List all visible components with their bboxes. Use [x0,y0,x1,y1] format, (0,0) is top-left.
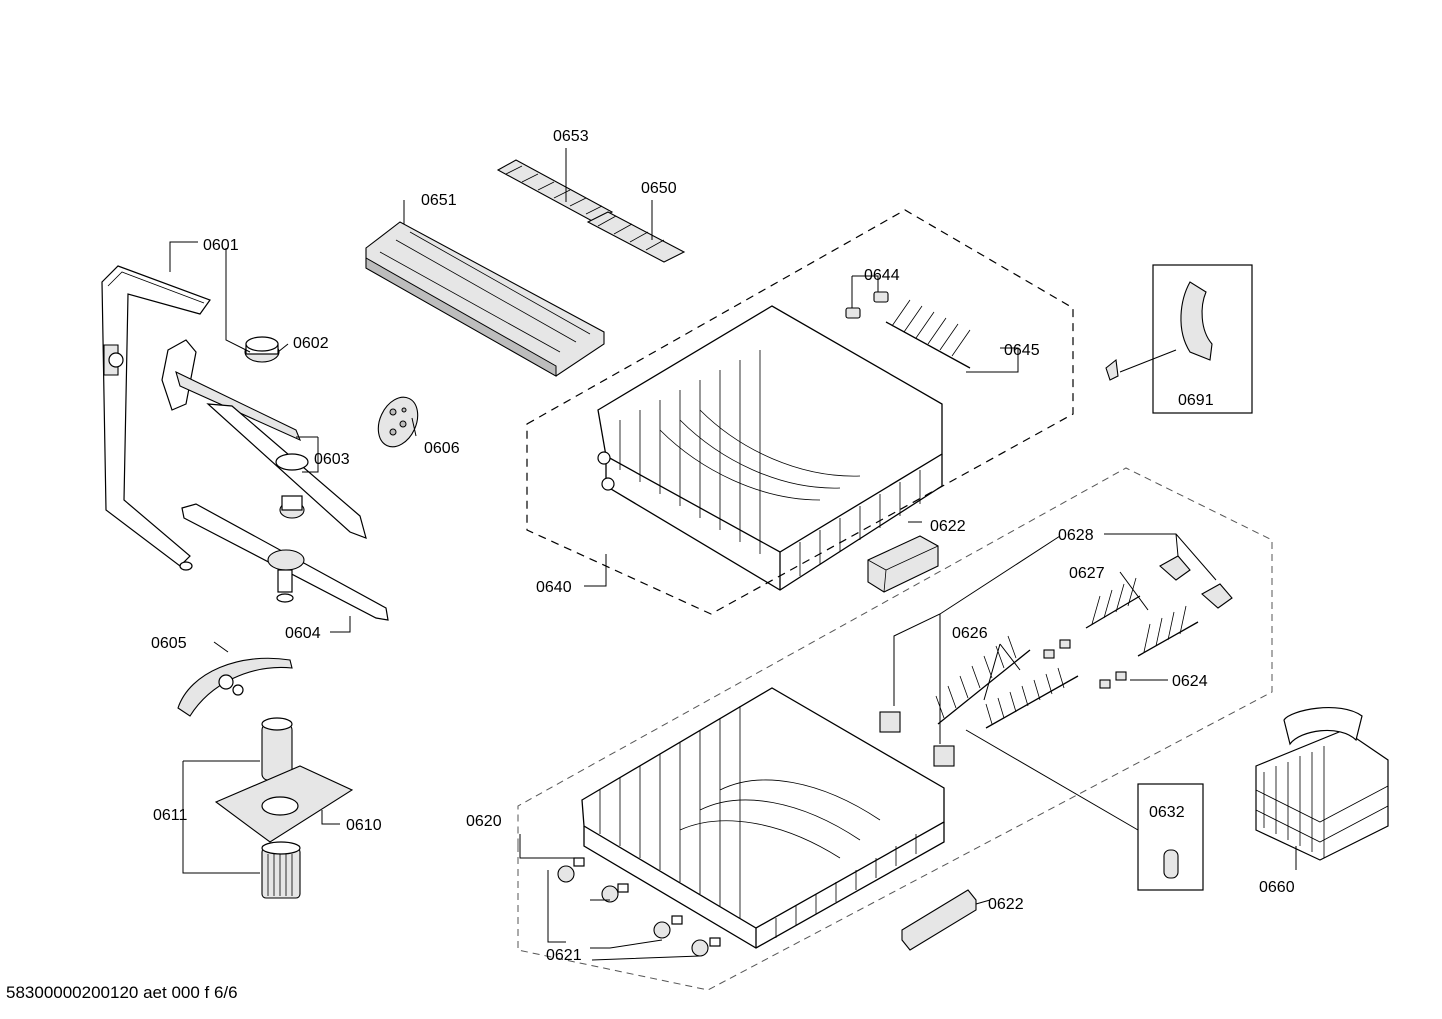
cutlery-tray-insert-part-upper [496,159,614,223]
label-0645: 0645 [1004,342,1040,359]
label-0602: 0602 [293,335,329,352]
sump-cover-part [177,657,293,717]
hook-part [1105,281,1213,381]
wheel-parts [557,857,721,957]
label-0605: 0605 [151,635,187,652]
filter-assembly-part [214,717,354,899]
clip-parts [845,291,889,319]
label-0626: 0626 [952,625,988,642]
leader-lines [169,148,1297,961]
label-0606: 0606 [424,440,460,457]
upper-basket-part [597,305,943,591]
label-0622-upper: 0622 [930,518,966,535]
label-0632: 0632 [1149,804,1185,821]
upper-spray-arm-part [161,339,367,539]
label-0601: 0601 [203,237,239,254]
basket-handle-part-upper [867,535,939,593]
label-0622-lower: 0622 [988,896,1024,913]
label-0603: 0603 [314,451,350,468]
cutlery-basket-part [1255,707,1389,861]
cutlery-drawer-part [365,221,605,377]
lower-tines-parts [879,555,1233,767]
supply-pipe-part [101,265,211,571]
lower-basket-part [581,687,945,949]
document-code: 58300000200120 aet 000 f 6/6 [6,983,238,1002]
basket-handle-part-lower [901,889,977,951]
filter-disk-part [377,396,419,448]
lower-basket-group-outline [517,467,1273,991]
label-0620: 0620 [466,813,502,830]
label-0604: 0604 [285,625,321,642]
upper-basket-group-outline [526,209,1074,615]
cutlery-tray-insert-part-lower [586,211,686,263]
label-0628: 0628 [1058,527,1094,544]
nut-part [244,336,280,363]
label-0624: 0624 [1172,673,1208,690]
label-0651: 0651 [421,192,457,209]
label-0653: 0653 [553,128,589,145]
label-0621: 0621 [546,947,582,964]
label-0660: 0660 [1259,879,1295,896]
lower-spray-arm-part [181,503,389,621]
label-0650: 0650 [641,180,677,197]
label-0644: 0644 [864,267,900,284]
label-0611: 0611 [153,807,188,824]
label-0627: 0627 [1069,565,1105,582]
fold-down-tines-part [885,299,971,369]
pin-part [1163,849,1179,879]
label-0640: 0640 [536,579,572,596]
label-0610: 0610 [346,817,382,834]
label-0691: 0691 [1178,392,1214,409]
